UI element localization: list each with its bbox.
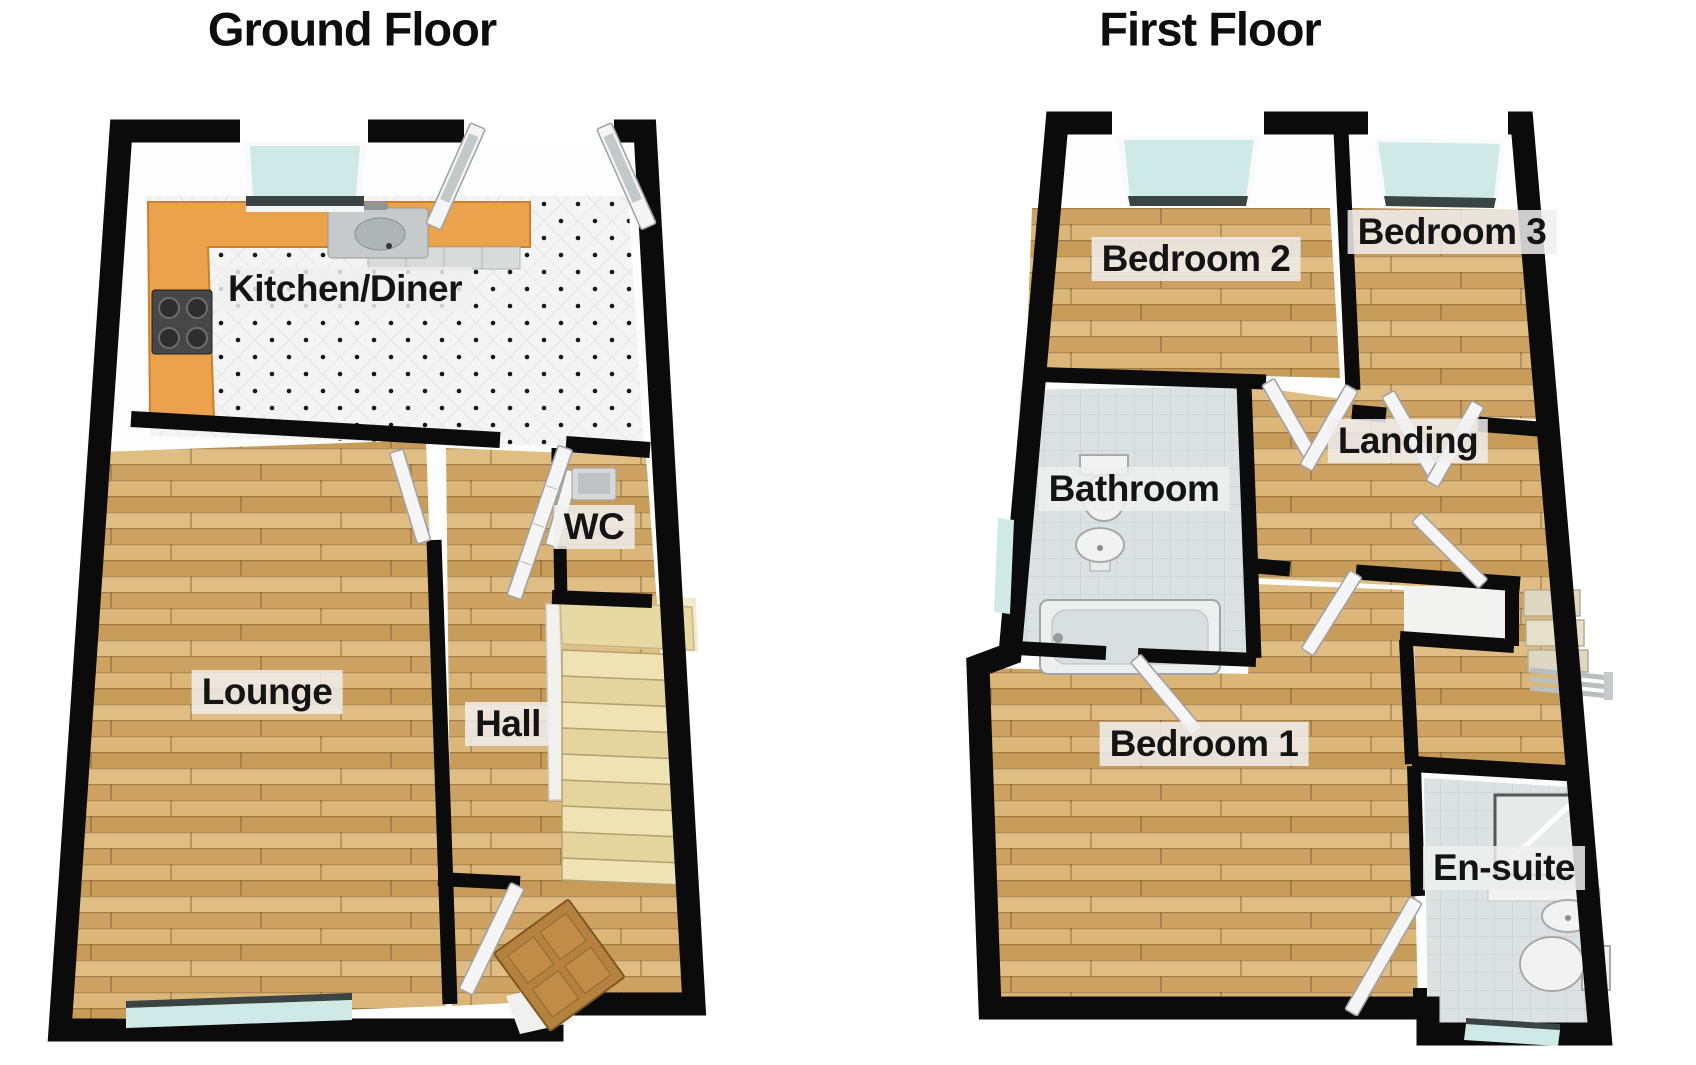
bedroom2-window: [1112, 110, 1264, 206]
kitchen-sink: [327, 202, 429, 259]
kitchen-window: [240, 116, 368, 212]
kitchen-double-door-right: [596, 122, 657, 230]
ensuite-door: [1344, 896, 1423, 1017]
cupboard-door: [1412, 512, 1488, 589]
front-door: [493, 899, 625, 1032]
front-door-area: [493, 899, 625, 1034]
first-floor-title: First Floor: [1099, 2, 1321, 56]
room-label-hall: Hall: [465, 702, 551, 746]
bedroom1-door: [1301, 570, 1362, 656]
bedroom3-floor: [1348, 208, 1548, 420]
inner-hall-door: [458, 882, 525, 996]
lounge-window: [126, 993, 352, 1028]
room-label-wc: WC: [553, 505, 635, 549]
first-walls: [966, 111, 1613, 1046]
room-label-bedroom-1: Bedroom 1: [1099, 722, 1309, 766]
bedroom2-floor: [1026, 208, 1340, 378]
ground-floor-plan: [46, 114, 707, 1044]
wc-sink: [571, 467, 617, 501]
ensuite-window: [1464, 1018, 1560, 1046]
room-label-bedroom-2: Bedroom 2: [1091, 237, 1301, 281]
kitchen-door: [506, 445, 573, 600]
room-label-lounge: Lounge: [191, 670, 343, 714]
lounge-door: [389, 448, 431, 545]
airing-cupboard: [1404, 586, 1512, 640]
lounge-floor: [70, 440, 446, 1020]
room-label-kitchen-diner: Kitchen/Diner: [217, 267, 473, 311]
bathroom-sink: [1075, 527, 1125, 572]
bathroom-floor: [1012, 386, 1252, 656]
kitchen-stove: [151, 289, 213, 355]
bathroom-window: [994, 518, 1014, 614]
bedroom3-window: [1368, 110, 1508, 208]
kitchen-double-doors: [425, 114, 657, 230]
room-label-bathroom: Bathroom: [1038, 467, 1230, 511]
room-label-bedroom-3: Bedroom 3: [1347, 210, 1557, 254]
bedroom1-floor: [982, 584, 1418, 1004]
ground-floor-title: Ground Floor: [207, 2, 497, 56]
kitchen-double-door-left: [425, 122, 486, 230]
room-label-en-suite: En-suite: [1423, 846, 1585, 890]
room-label-landing: Landing: [1327, 419, 1489, 463]
